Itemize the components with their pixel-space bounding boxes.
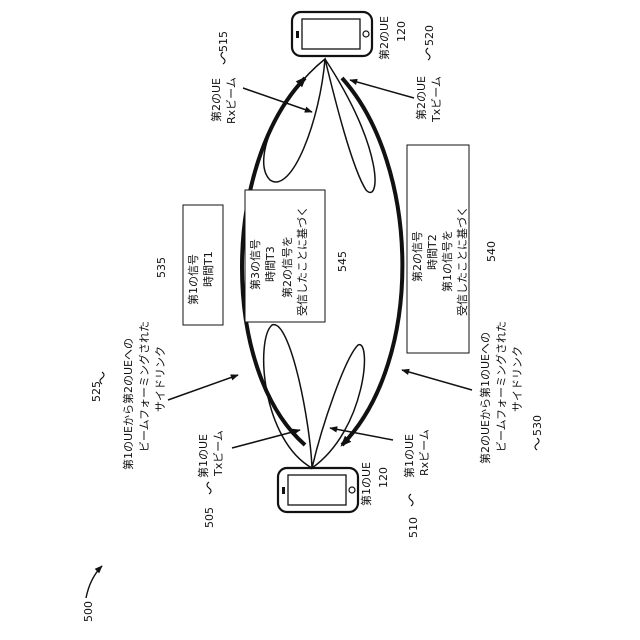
first-ue-device	[278, 468, 358, 512]
svg-text:Txビーム: Txビーム	[430, 76, 443, 123]
svg-text:第2のUE: 第2のUE	[377, 16, 391, 60]
svg-text:120: 120	[377, 467, 390, 488]
svg-text:500: 500	[82, 601, 95, 622]
sidelink-1to2-label: 525 第1のUEから第2のUEへの ビームフォーミングされた サイドリンク	[90, 321, 167, 470]
svg-text:第2のUEから第1のUEへの: 第2のUEから第1のUEへの	[478, 332, 492, 464]
svg-text:第1のUE: 第1のUE	[196, 434, 210, 478]
second-ue-tx-beam-lobe	[325, 59, 375, 192]
svg-text:第2の信号: 第2の信号	[410, 231, 424, 282]
second-ue-device-label: 第2のUE 120	[377, 16, 408, 60]
first-ue-rx-beam-lobe	[312, 345, 364, 468]
svg-text:時間T3: 時間T3	[264, 246, 277, 282]
svg-text:ビームフォーミングされた: ビームフォーミングされた	[137, 321, 151, 452]
first-ue-rx-beam-label: 第1のUE Rxビーム 510	[402, 429, 431, 538]
svg-text:515: 515	[217, 31, 230, 52]
signal2-ref: 540	[485, 241, 498, 262]
svg-text:第2のUE: 第2のUE	[414, 76, 428, 120]
svg-text:第2のUE: 第2のUE	[209, 78, 223, 122]
svg-text:Rxビーム: Rxビーム	[225, 77, 238, 124]
first-ue-device-label: 第1のUE 120	[359, 462, 390, 506]
svg-text:時間T1: 時間T1	[202, 251, 215, 287]
svg-text:受信したことに基づく: 受信したことに基づく	[456, 206, 469, 316]
second-ue-tx-beam-arrow	[350, 80, 414, 98]
svg-text:530: 530	[531, 415, 544, 436]
second-ue-device	[292, 12, 372, 56]
figure-500-label: 500	[82, 566, 102, 622]
svg-text:第1の信号: 第1の信号	[186, 254, 200, 305]
svg-text:受信したことに基づく: 受信したことに基づく	[296, 206, 309, 316]
svg-text:520: 520	[423, 25, 436, 46]
svg-text:120: 120	[395, 21, 408, 42]
signal3-ref: 545	[336, 251, 349, 272]
sidelink-1to2-arrow	[168, 375, 238, 400]
svg-text:第1のUE: 第1のUE	[359, 462, 373, 506]
svg-text:Rxビーム: Rxビーム	[418, 429, 431, 476]
svg-text:第2の信号を: 第2の信号を	[280, 236, 294, 298]
first-ue-tx-beam-label: 第1のUE Txビーム 505	[196, 430, 225, 528]
second-ue-rx-beam-label: 第2のUE Rxビーム 515	[209, 31, 238, 124]
svg-text:第1のUE: 第1のUE	[402, 434, 416, 478]
second-ue-tx-beam-label: 第2のUE Txビーム 520	[414, 25, 443, 123]
signal1-ref: 535	[155, 257, 168, 278]
svg-text:525: 525	[90, 381, 103, 402]
svg-text:Txビーム: Txビーム	[212, 430, 225, 477]
svg-text:サイドリンク: サイドリンク	[511, 346, 524, 412]
svg-text:第3の信号: 第3の信号	[248, 239, 262, 290]
svg-text:第1のUEから第2のUEへの: 第1のUEから第2のUEへの	[121, 338, 135, 470]
svg-text:第1の信号を: 第1の信号を	[440, 230, 454, 292]
svg-text:サイドリンク: サイドリンク	[154, 346, 167, 412]
svg-text:505: 505	[203, 507, 216, 528]
svg-text:時間T2: 時間T2	[426, 234, 439, 270]
sidelink-2to1-label: 第2のUEから第1のUEへの ビームフォーミングされた サイドリンク 530	[478, 321, 544, 464]
svg-text:ビームフォーミングされた: ビームフォーミングされた	[494, 321, 508, 452]
sidelink-2to1-arrow	[402, 370, 472, 390]
svg-text:510: 510	[407, 517, 420, 538]
